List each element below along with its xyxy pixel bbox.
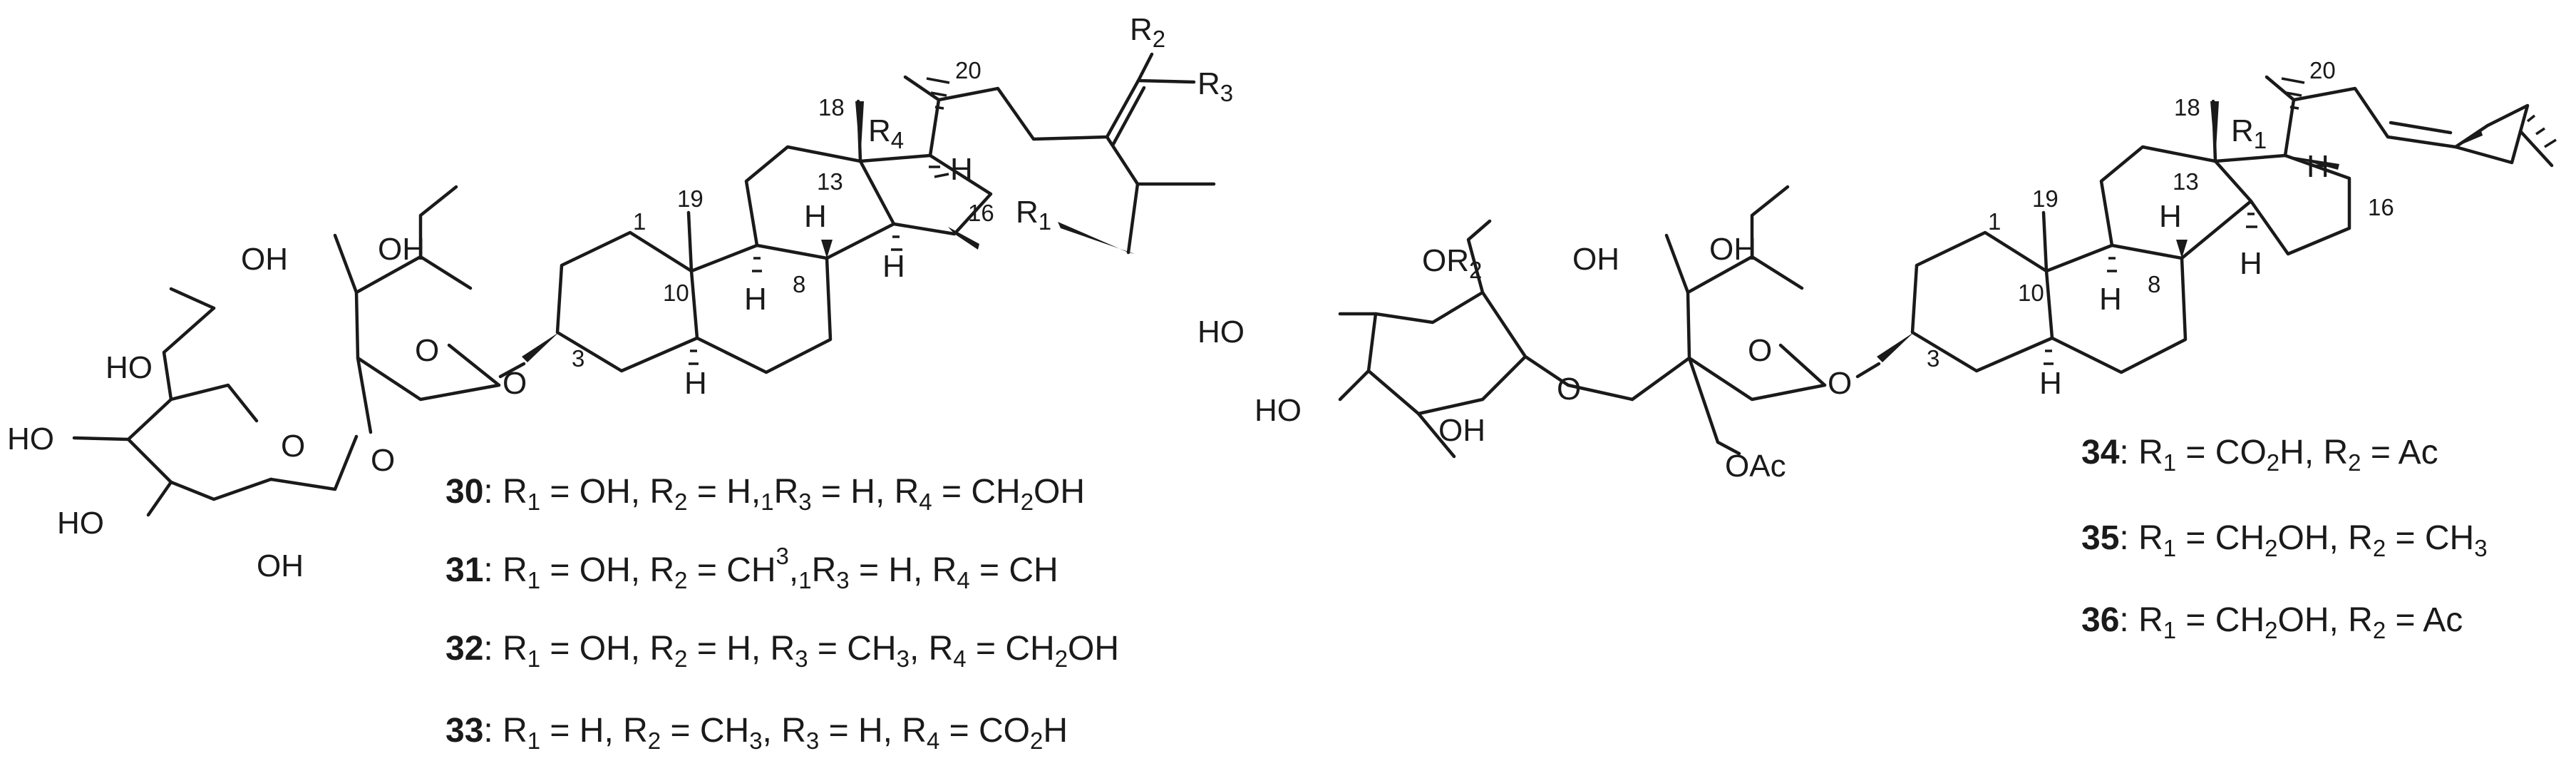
compound-legend-right: 34: R1 = CO2H, R2 = Ac 35: R1 = CH2OH, R… (2081, 434, 2488, 643)
compound-36-line: 36: R1 = CH2OH, R2 = Ac (2081, 601, 2463, 643)
locant-13: 13 (817, 168, 843, 195)
oh-label-right-3: OH (1438, 413, 1485, 448)
compound-31-line: 31: R1 = OH, R2 = CH3,1R3 = H, R4 = CH (445, 543, 1058, 593)
locant-3: 3 (572, 345, 584, 372)
ho-label-1: HO (105, 350, 153, 385)
left-atom-labels: R2 R3 R4 R1 H H H H H OH OH HO HO HO OH … (7, 12, 1233, 583)
h17-label: H (950, 152, 973, 187)
locant-19: 19 (677, 185, 704, 212)
compound-32-line: 32: R1 = OH, R2 = H, R3 = CH3, R4 = CH2O… (445, 630, 1119, 672)
oh-label-2: OH (378, 232, 425, 267)
h8-label: H (804, 199, 827, 234)
compound-34-line: 34: R1 = CO2H, R2 = Ac (2081, 434, 2438, 476)
locant-1: 1 (633, 208, 646, 235)
right-atom-labels: OR2 R1 H H H H H OH OH HO HO OH OAc O O … (1197, 113, 2329, 484)
compound-30-line: 30: R1 = OH, R2 = H,1R3 = H, R4 = CH2OH (445, 473, 1085, 515)
right-locants: 20 18 13 16 19 1 10 8 3 (1927, 57, 2394, 372)
h9-label-right: H (2099, 282, 2122, 317)
h8-label-right: H (2159, 199, 2182, 234)
right-molecule: OR2 R1 H H H H H OH OH HO HO OH OAc O O … (1197, 57, 2557, 484)
ring-oxygen-right: O (1748, 333, 1772, 368)
r4-label: R4 (868, 113, 904, 153)
oh-label-3: OH (257, 548, 304, 583)
compound-33-line: 33: R1 = H, R2 = CH3, R3 = H, R4 = CO2H (445, 712, 1068, 754)
or2-label: OR2 (1422, 243, 1482, 283)
locant-20: 20 (955, 57, 982, 83)
r2-label: R2 (1130, 12, 1165, 52)
ho-label-right-1: HO (1197, 315, 1245, 349)
locant-10-right: 10 (2018, 280, 2044, 306)
h14-label: H (882, 249, 905, 284)
locant-1-right: 1 (1988, 208, 2001, 235)
oh-label-1: OH (241, 242, 288, 277)
locant-18: 18 (818, 94, 845, 121)
locant-20-right: 20 (2309, 57, 2336, 83)
h9-label: H (744, 282, 767, 317)
ring-oxygen-2: O (281, 429, 305, 464)
locant-19-right: 19 (2032, 185, 2059, 212)
glycosidic-oxygen-1: O (503, 366, 527, 401)
h14-label-right: H (2240, 246, 2262, 281)
glycosidic-oxygen-2: O (371, 443, 395, 478)
locant-3-right: 3 (1927, 345, 1939, 372)
locant-13-right: 13 (2173, 168, 2199, 195)
oac-label: OAc (1725, 449, 1786, 484)
ho-label-right-2: HO (1254, 393, 1302, 428)
locant-8-right: 8 (2148, 271, 2160, 297)
left-stereo-bonds (522, 77, 1135, 365)
h17-label-right: H (2307, 149, 2329, 184)
compound-35-line: 35: R1 = CH2OH, R2 = CH3 (2081, 519, 2488, 561)
r3-label: R3 (1197, 66, 1233, 106)
h5-label: H (684, 366, 707, 401)
locant-18-right: 18 (2174, 94, 2200, 121)
compound-legend-left: 30: R1 = OH, R2 = H,1R3 = H, R4 = CH2OH … (445, 473, 1119, 754)
h5-label-right: H (2039, 366, 2062, 401)
oh-label-right-2: OH (1709, 232, 1756, 267)
ho-label-3: HO (57, 506, 104, 541)
glycosidic-oxygen-right-1: O (1828, 366, 1852, 401)
right-bonds (1338, 75, 2554, 459)
left-locants: 20 18 13 16 19 1 10 8 3 (572, 57, 994, 372)
left-bonds (72, 52, 1216, 517)
r1-label-right: R1 (2231, 113, 2267, 153)
r1-label: R1 (1016, 195, 1051, 235)
right-stereo-bonds (1877, 77, 2557, 365)
ho-label-2: HO (7, 422, 54, 456)
locant-8: 8 (793, 271, 805, 297)
ring-oxygen-1: O (415, 333, 439, 368)
left-molecule: R2 R3 R4 R1 H H H H H OH OH HO HO HO OH … (7, 12, 1233, 583)
oh-label-right-1: OH (1572, 242, 1619, 277)
locant-16: 16 (968, 200, 994, 226)
locant-16-right: 16 (2368, 194, 2394, 220)
locant-10: 10 (663, 280, 689, 306)
glycosidic-oxygen-right-2: O (1557, 372, 1581, 407)
